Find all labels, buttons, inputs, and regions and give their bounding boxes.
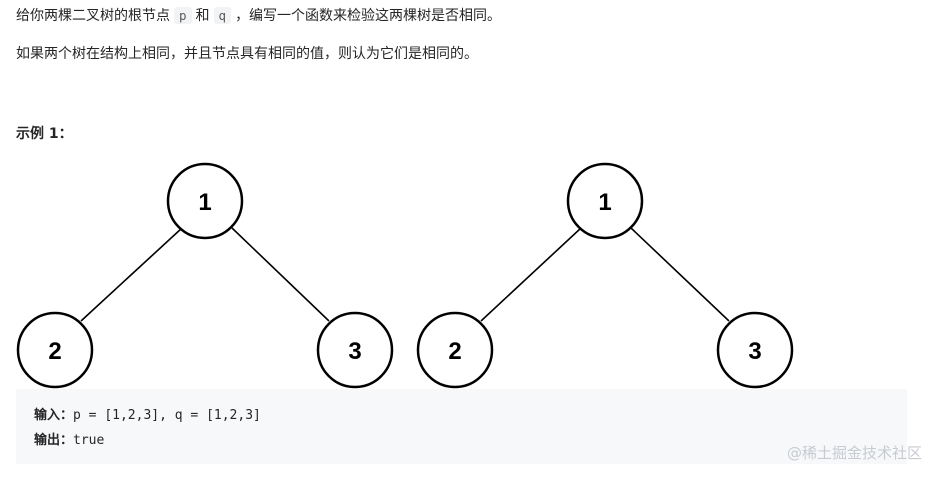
statement-text: ，编写一个函数来检验这两棵树是否相同。: [235, 8, 502, 24]
problem-statement-line-2: 如果两个树在结构上相同，并且节点具有相同的值，则认为它们是相同的。: [16, 46, 478, 62]
input-value: p = [1,2,3], q = [1,2,3]: [73, 408, 261, 423]
tree-q: 1 2 3: [416, 162, 794, 389]
tree-node-root: 1: [566, 162, 644, 240]
input-row: 输入：p = [1,2,3], q = [1,2,3]: [34, 403, 889, 428]
example-title: 示例 1：: [16, 126, 73, 142]
inline-code-q: q: [213, 7, 232, 24]
binary-trees-figure: 1 2 3 1 2 3: [16, 162, 794, 389]
tree-edge: [480, 227, 582, 322]
node-value: 2: [48, 338, 61, 365]
inline-code-p: p: [174, 7, 192, 24]
tree-node-right: 3: [716, 311, 794, 389]
node-value: 3: [748, 338, 761, 365]
tree-edge: [231, 227, 330, 322]
node-value: 2: [448, 338, 461, 365]
node-value: 1: [598, 189, 611, 216]
tree-node-root: 1: [166, 162, 244, 240]
tree-node-right: 3: [316, 311, 394, 389]
output-value: true: [73, 433, 105, 448]
tree-edge: [80, 227, 183, 322]
tree-node-left: 2: [16, 311, 94, 389]
output-row: 输出：true: [34, 428, 889, 453]
output-label: 输出：: [34, 433, 74, 448]
tree-node-left: 2: [416, 311, 494, 389]
tree-edge: [630, 227, 730, 322]
statement-text: 给你两棵二叉树的根节点: [16, 8, 170, 24]
input-label: 输入：: [34, 408, 74, 423]
statement-text: 和: [195, 8, 210, 24]
watermark: @稀土掘金技术社区: [786, 444, 922, 462]
tree-p: 1 2 3: [16, 162, 394, 389]
node-value: 3: [348, 338, 361, 365]
node-value: 1: [198, 189, 211, 216]
example-code-block: 输入：p = [1,2,3], q = [1,2,3] 输出：true: [16, 389, 907, 464]
